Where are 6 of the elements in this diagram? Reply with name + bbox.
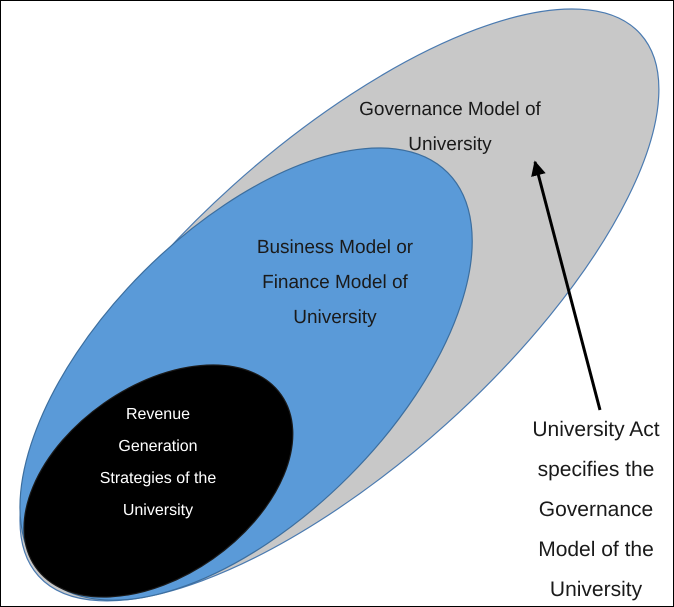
region-label: Governance Model of University (334, 92, 565, 162)
arrow (531, 160, 602, 410)
inner-ellipse (23, 364, 293, 598)
ellipse-label: Revenue Generation Strategies of the University (98, 404, 218, 521)
ellipse-label: Business Model or Finance Model of University (256, 236, 414, 330)
annotation-text: University Act specifies the Governance Model of the University (518, 410, 674, 607)
